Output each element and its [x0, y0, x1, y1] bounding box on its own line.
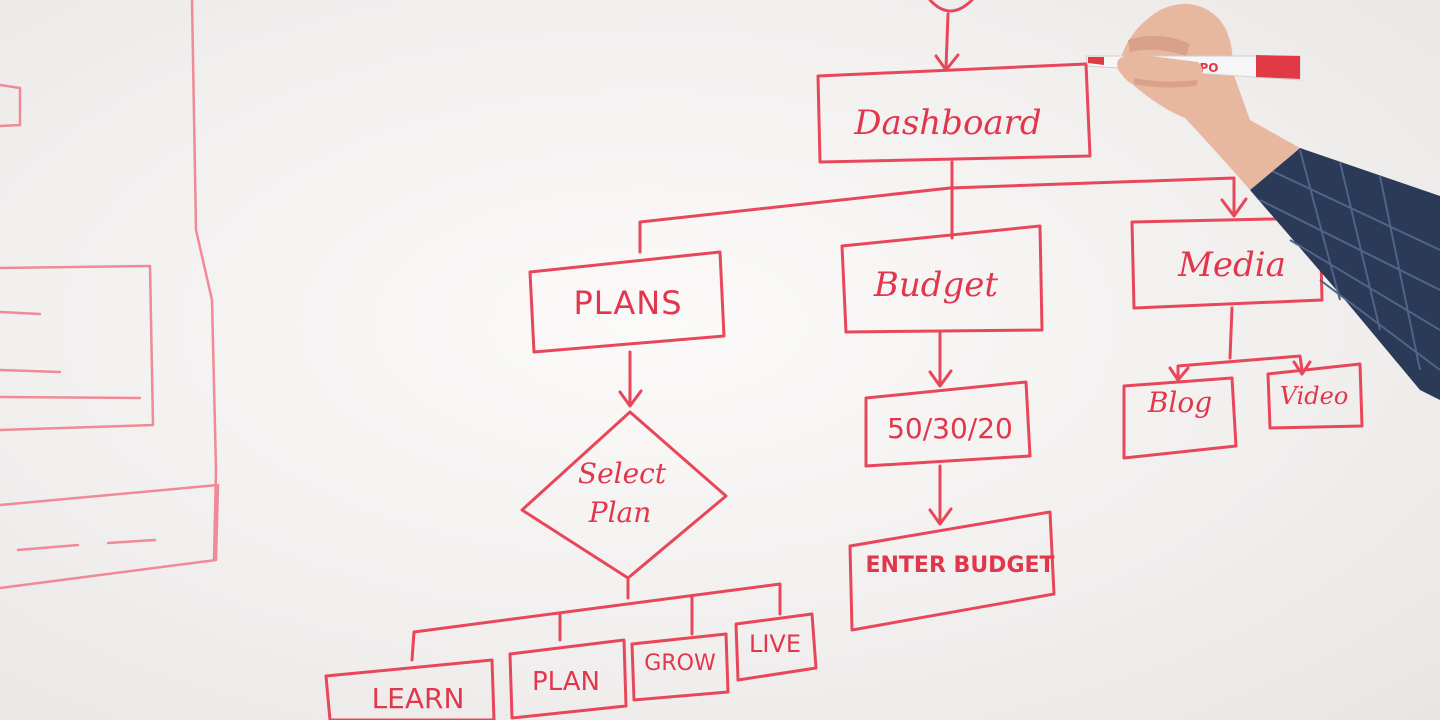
enter-budget-label: ENTER BUDGET: [865, 553, 1054, 578]
budget-node: Budget: [840, 224, 1044, 388]
decision-line-1: Select: [578, 457, 667, 490]
shirt-sleeve: [1250, 148, 1440, 400]
plans-label: PLANS: [574, 284, 683, 322]
budget-label: Budget: [873, 265, 999, 305]
media-label: Media: [1177, 245, 1286, 285]
branch-connectors: [638, 160, 1248, 254]
plan-options: LEARN PLAN GROW LIVE: [324, 612, 818, 720]
dashboard-label: Dashboard: [853, 103, 1041, 143]
dashboard-node: Dashboard: [816, 62, 1092, 164]
budget-rule-label: 50/30/20: [887, 412, 1013, 445]
enter-budget-node: ENTER BUDGET: [848, 510, 1056, 632]
plans-node: PLANS: [528, 250, 726, 408]
media-children: Blog Video: [1122, 362, 1364, 460]
dashboard-entry-arrow: [928, 0, 974, 72]
decision-line-2: Plan: [588, 496, 652, 529]
media-node: Media: [1130, 216, 1324, 382]
option-plan: PLAN: [532, 667, 600, 697]
budget-rule-node: 50/30/20: [864, 380, 1032, 526]
blog-label: Blog: [1147, 386, 1212, 419]
select-plan-decision: Select Plan: [410, 410, 782, 662]
option-live: LIVE: [749, 630, 801, 658]
video-label: Video: [1280, 382, 1349, 410]
fingers: [1117, 54, 1203, 88]
option-grow: GROW: [644, 651, 716, 676]
option-learn: LEARN: [372, 682, 465, 715]
wireframe-sketch: [0, 0, 220, 590]
hand: [1119, 3, 1300, 191]
